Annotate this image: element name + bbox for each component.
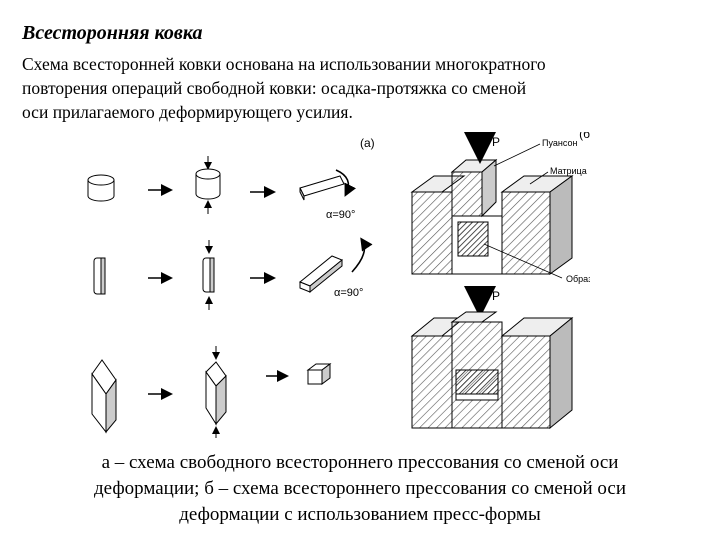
force-label: P	[492, 289, 500, 303]
leader-line	[529, 171, 549, 185]
punch	[451, 171, 483, 217]
caption-line: а – схема свободного всестороннего пресс…	[101, 452, 619, 473]
rotate-arrow	[351, 237, 373, 273]
prism-compressed	[205, 346, 227, 438]
row-1-cylinder: α=90°	[87, 156, 357, 221]
row-3-prism	[91, 346, 332, 438]
intro-line: оси прилагаемого деформирующего усилия.	[22, 102, 353, 122]
press-die-bottom: P	[410, 286, 574, 430]
intro-line: Схема всесторонней ковки основана на исп…	[22, 54, 546, 74]
rotate-arrow	[335, 169, 357, 197]
forging-diagram-svg: (а) α=90°	[87, 127, 602, 438]
cylinder-compressed	[195, 156, 221, 214]
press-die-top: P Пуансон Матрица Образец	[410, 132, 602, 284]
cylinder-start	[87, 174, 115, 202]
flattened-disk	[299, 175, 345, 201]
sample	[455, 369, 499, 395]
die-label: Матрица	[550, 166, 587, 176]
intro-line: повторения операций свободной ковки: оса…	[22, 78, 527, 98]
caption-line: деформации с использованием пресс-формы	[179, 504, 541, 525]
cube-result	[306, 363, 332, 385]
figure-caption: а – схема свободного всестороннего пресс…	[0, 450, 720, 528]
leader-line	[483, 243, 563, 279]
page-title: Всесторонняя ковка	[22, 22, 203, 44]
punch-label: Пуансон	[542, 138, 577, 148]
angle-label-2: α=90°	[334, 287, 363, 299]
bar-compressed	[202, 240, 215, 310]
forging-diagram: (а) α=90°	[70, 127, 602, 442]
bar-start	[93, 257, 106, 295]
sample-label: Образец	[566, 274, 590, 284]
caption-line: деформации; б – схема всестороннего прес…	[93, 478, 626, 499]
leader-line	[493, 143, 541, 167]
elongated-bar	[299, 255, 343, 294]
angle-label-1: α=90°	[326, 209, 355, 221]
label-a: (а)	[360, 136, 375, 150]
row-2-bar: α=90°	[93, 237, 373, 310]
sample	[457, 221, 489, 257]
force-label: P	[492, 135, 500, 149]
label-b: (б)	[579, 132, 590, 141]
intro-paragraph: Схема всесторонней ковки основана на исп…	[22, 52, 712, 124]
prism-start	[91, 359, 117, 434]
